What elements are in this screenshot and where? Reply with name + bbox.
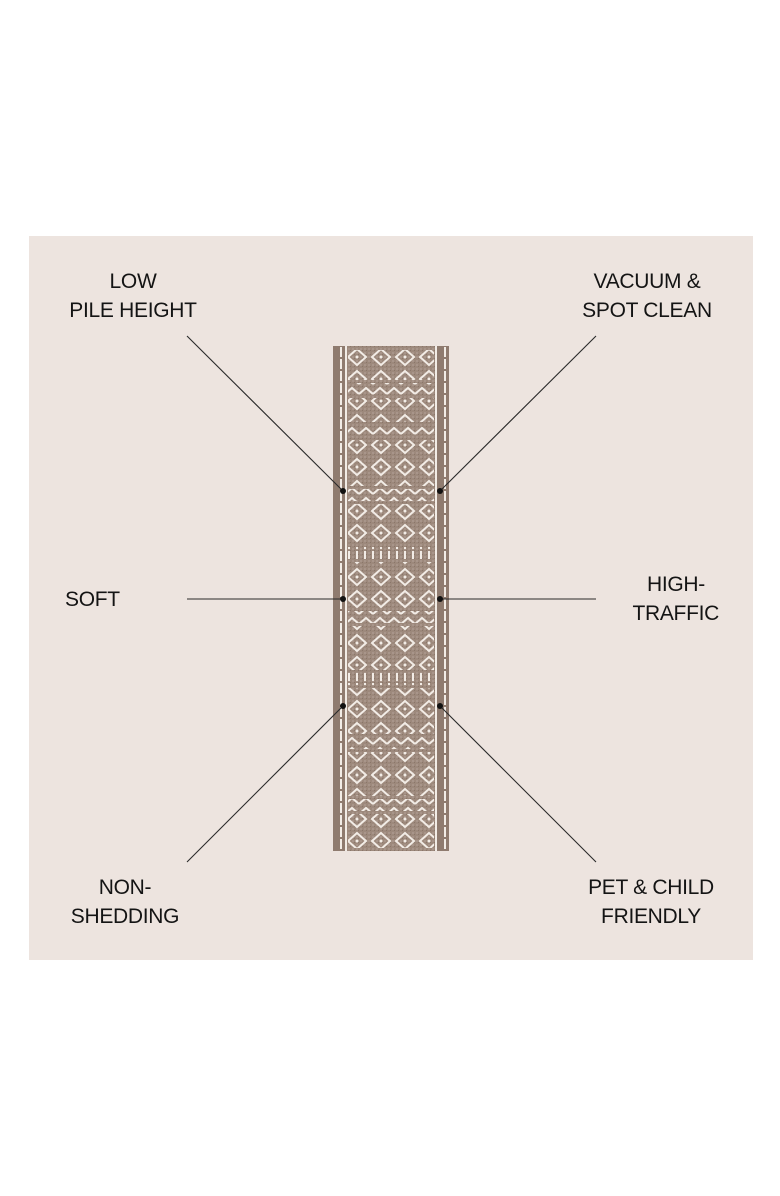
feature-label-line: SPOT CLEAN: [582, 299, 712, 322]
callout-line-non-shedding: [186, 705, 344, 863]
callout-line-low-pile: [186, 335, 344, 492]
callout-dot: [437, 488, 443, 494]
feature-low-pile-height: LOW PILE HEIGHT: [63, 267, 203, 325]
feature-vacuum-spot-clean: VACUUM & SPOT CLEAN: [573, 267, 721, 325]
feature-label-line: NON-: [98, 876, 152, 899]
feature-label-line: FRIENDLY: [601, 905, 701, 928]
callout-line-vacuum: [439, 335, 597, 492]
feature-soft: SOFT: [65, 585, 120, 614]
callout-dots: [340, 488, 443, 709]
callout-dot: [340, 488, 346, 494]
callout-lines: [186, 335, 597, 863]
callout-dot: [340, 703, 346, 709]
feature-label-line: SHEDDING: [70, 905, 180, 928]
feature-non-shedding: NON- SHEDDING: [63, 873, 187, 931]
callout-dot: [437, 596, 443, 602]
feature-label-line: VACUUM &: [593, 270, 701, 293]
feature-pet-child-friendly: PET & CHILD FRIENDLY: [580, 873, 722, 931]
feature-label-line: PILE HEIGHT: [69, 299, 197, 322]
callout-line-pet-child: [439, 705, 597, 863]
feature-label-line: LOW: [109, 270, 157, 293]
callout-dot: [437, 703, 443, 709]
feature-label-line: SOFT: [65, 588, 120, 611]
rug-runner-image: [333, 346, 449, 851]
feature-high-traffic: HIGH- TRAFFIC: [600, 570, 719, 628]
callout-dot: [340, 596, 346, 602]
feature-label-line: PET & CHILD: [588, 876, 714, 899]
feature-label-line: TRAFFIC: [632, 602, 719, 625]
feature-label-line: HIGH-: [647, 573, 705, 596]
